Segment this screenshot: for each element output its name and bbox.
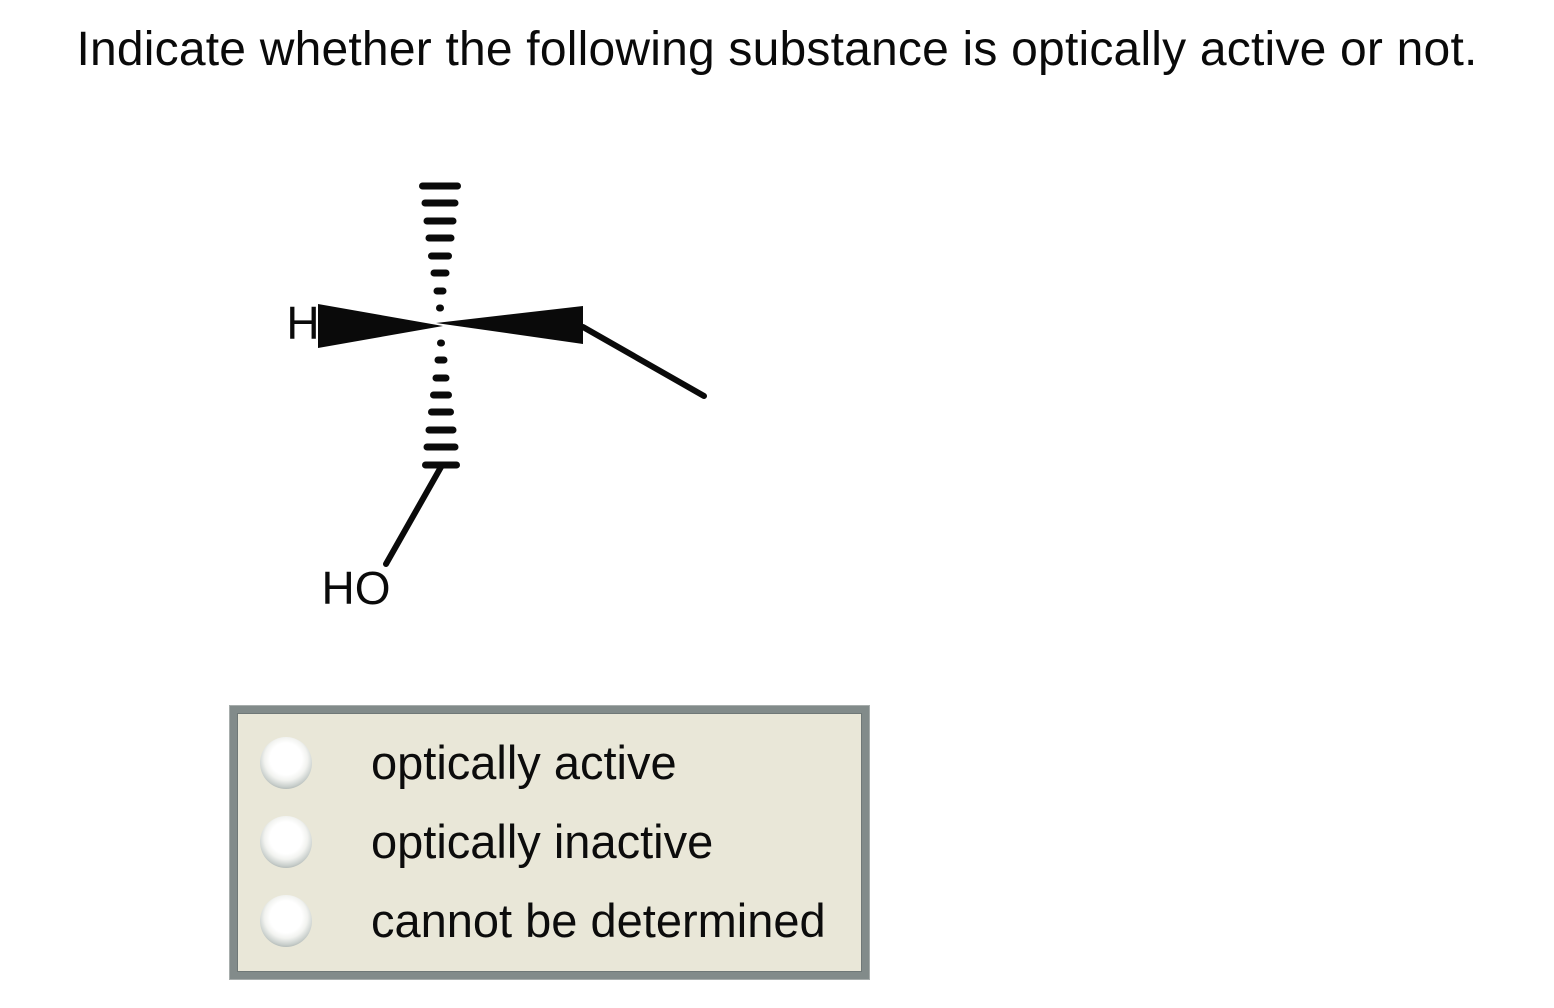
atom-label-ho: HO — [322, 562, 391, 614]
hashed-bond-up — [419, 182, 461, 312]
option-label-optically-active[interactable]: optically active — [371, 736, 677, 789]
bond-line-to-oh — [383, 464, 444, 567]
wedge-bond-right — [436, 306, 583, 344]
answer-panel: optically active optically inactive cann… — [230, 706, 869, 979]
hashed-bond-down — [422, 339, 460, 469]
option-row-cannot-be-determined: cannot be determined — [260, 881, 862, 960]
atom-label-h: H — [286, 297, 319, 349]
molecule-structure: H HO — [286, 182, 707, 614]
bond-line-right — [580, 324, 707, 399]
wedge-bond-left — [318, 304, 443, 348]
option-row-optically-inactive: optically inactive — [260, 802, 862, 881]
radio-optically-inactive[interactable] — [260, 815, 312, 868]
radio-optically-active[interactable] — [260, 736, 312, 789]
option-row-optically-active: optically active — [260, 723, 862, 802]
question-title: Indicate whether the following substance… — [76, 23, 1478, 76]
radio-cannot-be-determined[interactable] — [260, 894, 312, 947]
option-label-cannot-be-determined[interactable]: cannot be determined — [371, 894, 826, 947]
option-label-optically-inactive[interactable]: optically inactive — [371, 815, 714, 868]
